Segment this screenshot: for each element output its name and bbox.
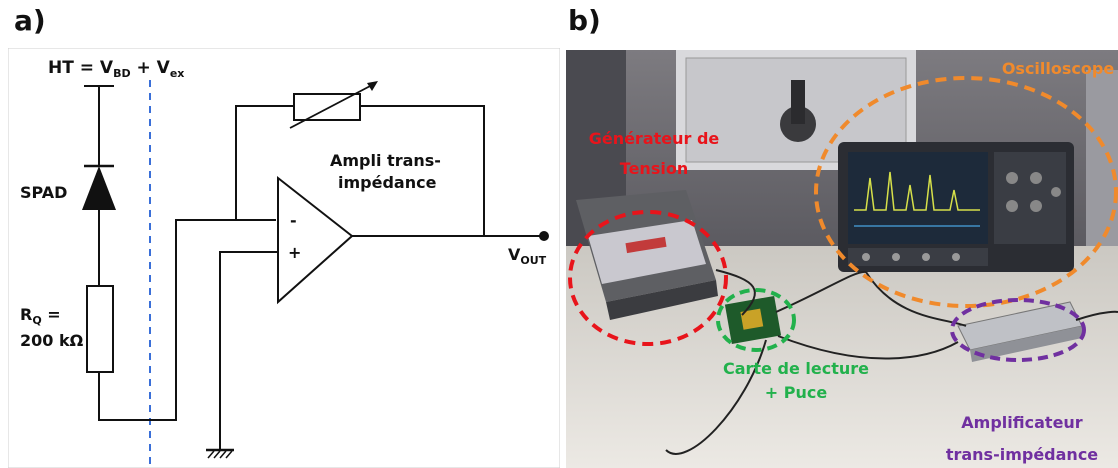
photo-right-cabinet (1086, 70, 1118, 250)
variable-arrow-icon (289, 81, 378, 129)
ellipse-oscilloscope (814, 76, 1118, 308)
ellipse-card (716, 288, 796, 352)
readout-card-device (724, 295, 782, 345)
oscilloscope-label: Oscilloscope (1002, 59, 1115, 78)
wire-feedback-right (360, 105, 485, 236)
wire-resistor-to-minus (98, 219, 276, 421)
output-node-icon (539, 231, 549, 241)
cable-gen-card (715, 269, 756, 316)
photo-rack-handle (791, 80, 805, 124)
panel-label-a: a) (14, 4, 46, 37)
cable-card-amp (777, 335, 959, 360)
wire-feedback-left (235, 105, 294, 220)
cable-osc-amp (865, 271, 967, 327)
ground-icon (206, 448, 234, 459)
card-label-line1: Carte de lecture (723, 359, 869, 378)
amp-label-line2: impédance (338, 173, 437, 192)
spad-label: SPAD (20, 183, 67, 202)
rq-label: RQ = (20, 305, 61, 327)
setup-photo: Générateur de Tension Oscilloscope Carte… (566, 50, 1118, 468)
ellipse-amplifier (950, 298, 1086, 362)
amp-label-line1: Ampli trans- (330, 151, 441, 170)
op-amp-plus: + (288, 243, 301, 262)
amplifier-label-line2: trans-impédance (946, 445, 1098, 464)
generator-label-line2: Tension (620, 159, 688, 178)
wire-plus-ground (219, 251, 278, 450)
voltage-generator-device (576, 190, 718, 320)
circuit-schematic: HT = VBD + Vex SPAD RQ = 200 kΩ - + Ampl… (8, 48, 560, 468)
cable-card-down (665, 339, 767, 455)
op-amp-minus: - (290, 211, 297, 230)
ellipse-generator (568, 210, 728, 346)
generator-label-line1: Générateur de (589, 129, 720, 148)
rq-value: 200 kΩ (20, 331, 84, 350)
oscilloscope-device (838, 142, 1074, 272)
spad-diode-icon (82, 164, 116, 210)
variable-resistor-icon (293, 93, 361, 121)
panel-label-b: b) (568, 4, 601, 37)
ht-label: HT = VBD + Vex (48, 58, 184, 80)
resistor-rq-icon (86, 285, 114, 373)
op-amp-icon (277, 175, 354, 305)
card-label-line2: + Puce (765, 383, 828, 402)
vout-label: VOUT (508, 245, 547, 267)
amplifier-label-line1: Amplificateur (961, 413, 1083, 432)
